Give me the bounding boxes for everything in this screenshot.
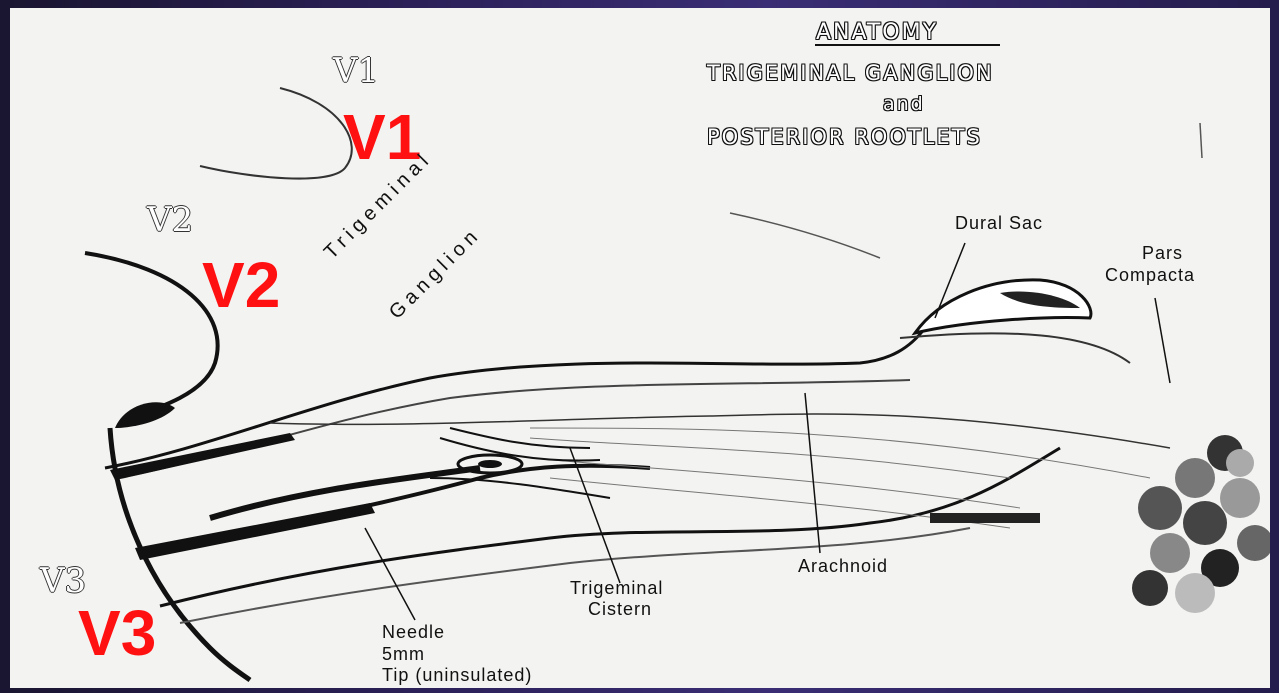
needle-label-2: 5mm bbox=[382, 644, 425, 665]
v2-nerve-curve bbox=[85, 253, 218, 418]
title-posterior-rootlets: POSTERIOR ROOTLETS bbox=[707, 125, 982, 149]
needle-leader bbox=[365, 528, 415, 620]
dark-band-upper bbox=[110, 433, 295, 480]
v2-annotation: V2 bbox=[202, 248, 280, 322]
upper-sheath-inner bbox=[120, 380, 910, 478]
v2-dark-lobe bbox=[115, 402, 175, 428]
v1-original-label: V1 bbox=[333, 51, 379, 91]
v3-annotation: V3 bbox=[78, 596, 156, 670]
dural-sac-label: Dural Sac bbox=[955, 213, 1043, 234]
title-and: and bbox=[883, 93, 925, 115]
slide: ANATOMY TRIGEMINAL GANGLION and POSTERIO… bbox=[10, 8, 1270, 688]
title-trigeminal-ganglion: TRIGEMINAL GANGLION bbox=[707, 61, 994, 85]
pars-compacta-label-1: Pars bbox=[1142, 243, 1183, 264]
needle-label-3: Tip (uninsulated) bbox=[382, 665, 532, 686]
v1-nerve-curve bbox=[200, 88, 352, 179]
v2-original-label: V2 bbox=[147, 200, 193, 240]
dark-band-mid bbox=[135, 503, 375, 560]
pars-compacta-cluster bbox=[1132, 435, 1270, 613]
pars-leader bbox=[1155, 298, 1170, 383]
rod-end bbox=[930, 513, 1040, 523]
rootlet-lines bbox=[530, 428, 1150, 528]
needle-label-1: Needle bbox=[382, 622, 445, 643]
dural-sac-outer bbox=[900, 333, 1130, 363]
pars-compacta-label-2: Compacta bbox=[1105, 265, 1195, 286]
title-anatomy: ANATOMY bbox=[816, 20, 938, 45]
arachnoid-label: Arachnoid bbox=[798, 556, 888, 577]
cistern-label-2: Cistern bbox=[588, 599, 652, 620]
cistern-label-1: Trigeminal bbox=[570, 578, 663, 599]
v3-original-label: V3 bbox=[40, 561, 86, 601]
arachnoid-line bbox=[270, 414, 1170, 448]
